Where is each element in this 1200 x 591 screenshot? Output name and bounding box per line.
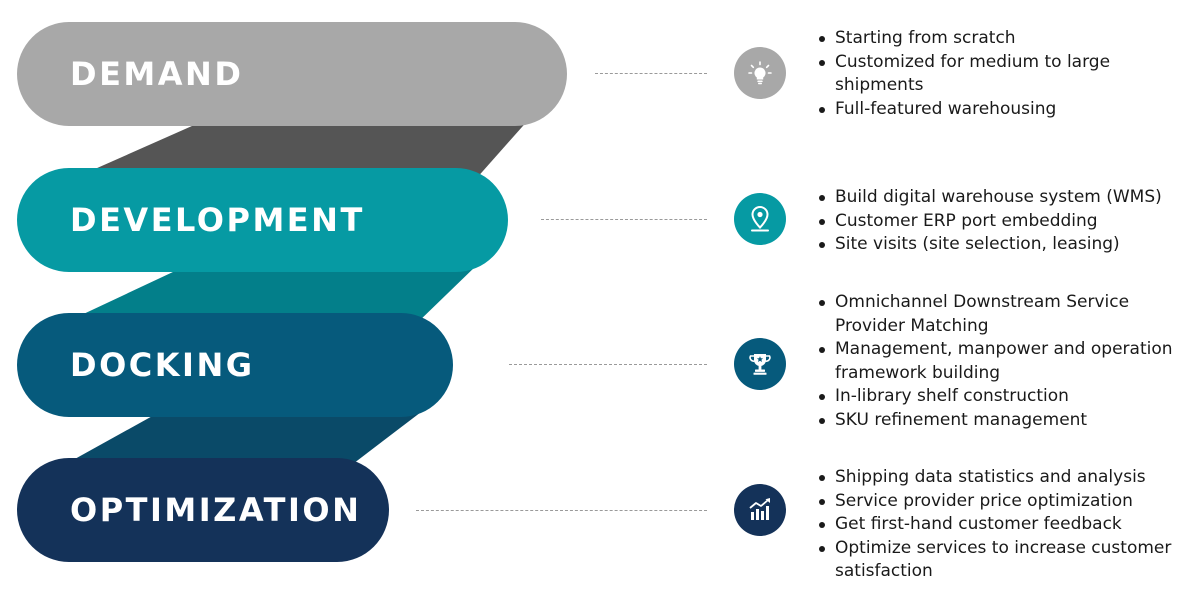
connector-development xyxy=(541,219,707,220)
stage-label-development: DEVELOPMENT xyxy=(70,201,365,239)
list-item: Customized for medium to large shipments xyxy=(816,51,1120,98)
pill-demand xyxy=(17,22,567,126)
bullet-list-docking: Omnichannel Downstream Service Provider … xyxy=(816,291,1196,432)
badge-docking xyxy=(734,338,786,390)
stage-label-demand: DEMAND xyxy=(70,55,244,93)
list-item: Service provider price optimization xyxy=(816,490,1196,514)
list-item: Omnichannel Downstream Service Provider … xyxy=(816,291,1155,338)
trophy-icon xyxy=(749,354,771,375)
list-item: Get first-hand customer feedback xyxy=(816,513,1196,537)
pill-optimization xyxy=(17,458,389,562)
list-item: Management, manpower and operation frame… xyxy=(816,338,1196,385)
bullet-list-development: Build digital warehouse system (WMS) Cus… xyxy=(816,186,1196,257)
list-item: Full-featured warehousing xyxy=(816,98,1196,122)
lightbulb-icon xyxy=(748,61,772,85)
connector-docking xyxy=(509,364,707,365)
band-demand-development xyxy=(70,118,530,180)
list-item: Site visits (site selection, leasing) xyxy=(816,233,1196,257)
badge-development xyxy=(734,193,786,245)
list-item: Shipping data statistics and analysis xyxy=(816,466,1196,490)
growth-chart-icon xyxy=(749,498,770,520)
stage-label-docking: DOCKING xyxy=(70,346,255,384)
bullet-list-optimization: Shipping data statistics and analysis Se… xyxy=(816,466,1196,584)
connector-demand xyxy=(595,73,707,74)
list-item: Build digital warehouse system (WMS) xyxy=(816,186,1196,210)
badge-optimization xyxy=(734,484,786,536)
list-item: Optimize services to increase customer s… xyxy=(816,537,1196,584)
connector-optimization xyxy=(416,510,707,511)
badge-demand xyxy=(734,47,786,99)
bullet-list-demand: Starting from scratch Customized for med… xyxy=(816,27,1196,121)
list-item: In-library shelf construction xyxy=(816,385,1196,409)
list-item: SKU refinement management xyxy=(816,409,1196,433)
location-pin-icon xyxy=(751,205,769,232)
stage-label-optimization: OPTIMIZATION xyxy=(70,491,362,529)
list-item: Starting from scratch xyxy=(816,27,1196,51)
band-development-docking xyxy=(60,264,478,325)
list-item: Customer ERP port embedding xyxy=(816,210,1196,234)
band-docking-optimization xyxy=(55,409,425,470)
pill-development xyxy=(17,168,508,272)
pill-docking xyxy=(17,313,453,417)
